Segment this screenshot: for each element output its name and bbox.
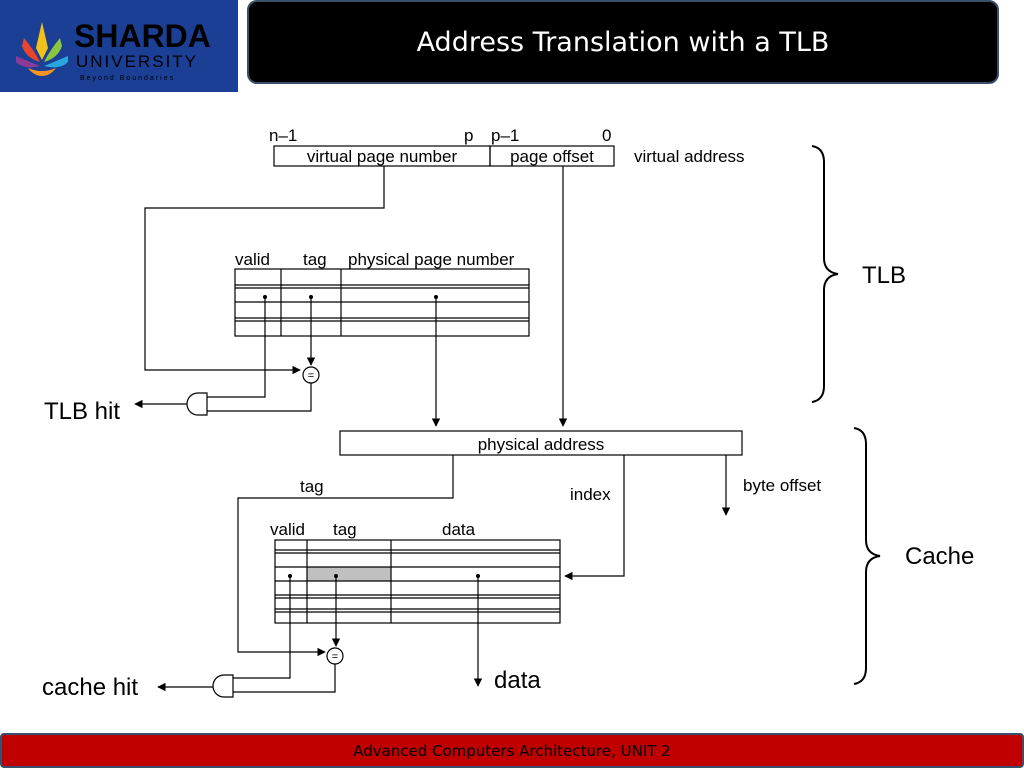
cache-brace — [853, 427, 881, 685]
bit-label-n-1: n–1 — [269, 126, 297, 145]
slide-title: Address Translation with a TLB — [416, 26, 830, 58]
tlb-comparator-to-and-line — [207, 383, 312, 412]
bit-label-0: 0 — [602, 126, 611, 145]
cache-table: valid tag data — [270, 520, 561, 624]
logo-name: SHARDA — [74, 18, 211, 54]
tlb-brace — [811, 145, 839, 403]
cache-brace-label: Cache — [905, 543, 974, 570]
pa-tag-to-comparator-line — [237, 455, 454, 657]
page-offset-field — [489, 145, 615, 167]
tlb-brace-label: TLB — [862, 262, 906, 289]
tlb-table: valid tag physical page number — [234, 250, 530, 337]
sharda-university-logo: SHARDA UNIVERSITY Beyond Boundaries — [0, 0, 238, 92]
data-out-label: data — [494, 667, 541, 694]
cache-header-valid: valid — [270, 520, 305, 539]
cache-valid-to-and-line — [233, 576, 291, 679]
footer-text: Advanced Computers Architecture, UNIT 2 — [353, 741, 671, 760]
logo-tagline: Beyond Boundaries — [80, 75, 175, 82]
cache-comparator-to-and-line — [233, 664, 336, 693]
bit-label-p: p — [464, 126, 473, 145]
cache-header-tag: tag — [333, 520, 357, 539]
index-label: index — [570, 485, 611, 504]
virtual-address: n–1 p p–1 0 virtual page number page off… — [269, 126, 745, 167]
physical-address-label: physical address — [478, 435, 605, 454]
tlb-hit-label: TLB hit — [44, 398, 120, 425]
tlb-header-tag: tag — [303, 250, 327, 269]
cache-and-gate — [212, 674, 234, 698]
logo-subtitle: UNIVERSITY — [76, 52, 198, 71]
index-line — [564, 455, 625, 581]
tlb-header-valid: valid — [235, 250, 270, 269]
title-bar: Address Translation with a TLB — [247, 0, 999, 84]
tlb-and-gate — [186, 392, 208, 416]
cache-selected-row — [307, 567, 391, 581]
logo-graphic: SHARDA UNIVERSITY Beyond Boundaries — [16, 18, 211, 82]
cache-comparator-symbol: = — [332, 651, 338, 663]
bit-label-p-1: p–1 — [491, 126, 519, 145]
vpn-to-tlb-comparator-line — [144, 166, 385, 375]
footer-bar: Advanced Computers Architecture, UNIT 2 — [0, 733, 1024, 768]
virtual-address-label: virtual address — [634, 147, 745, 166]
vpn-label: virtual page number — [307, 147, 458, 166]
cache-header-data: data — [442, 520, 476, 539]
tlb-header-ppn: physical page number — [348, 250, 515, 269]
byte-offset-label: byte offset — [743, 476, 821, 495]
tlb-valid-to-and-line — [207, 297, 266, 398]
lotus-icon — [16, 22, 68, 76]
pa-tag-label: tag — [300, 477, 324, 496]
cache-hit-label: cache hit — [42, 674, 138, 701]
tlb-comparator-symbol: = — [308, 370, 314, 382]
page-offset-label: page offset — [510, 147, 594, 166]
physical-address-field — [339, 430, 743, 456]
